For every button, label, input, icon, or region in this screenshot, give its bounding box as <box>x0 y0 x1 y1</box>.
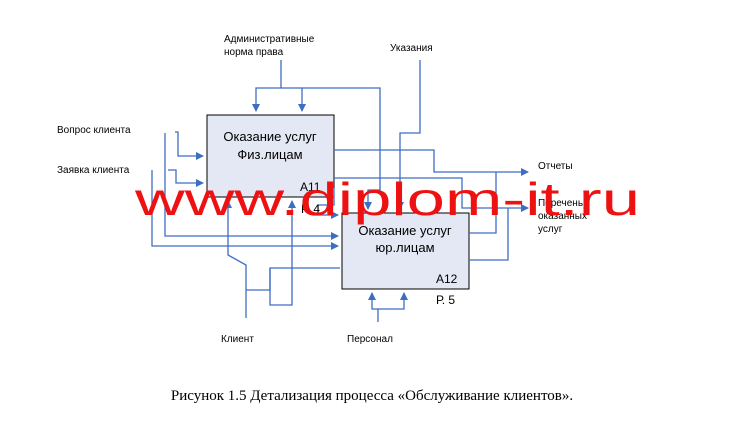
output-arrow-reports-box2 <box>469 172 497 234</box>
input-label-request: Заявка клиента <box>57 165 130 176</box>
output-label-list-line3: услуг <box>538 224 563 235</box>
output-arrow-list-box2 <box>469 208 509 261</box>
control-arrow-admin-box2 <box>302 87 381 210</box>
input-arrow-question-box1 <box>175 131 204 160</box>
box2-title-line2: юр.лицам <box>375 240 434 255</box>
output-arrow-reports-box1 <box>334 149 529 176</box>
input-label-question: Вопрос клиента <box>57 125 131 136</box>
box2-title-line1: Оказание услуг <box>358 223 452 238</box>
mechanism-arrow-client-split <box>246 267 340 291</box>
output-feedback-box1-box2 <box>317 188 339 219</box>
mechanism-label-client: Клиент <box>221 334 254 345</box>
control-label-instructions: Указания <box>390 43 433 54</box>
mechanism-label-staff: Персонал <box>347 334 393 345</box>
control-label-admin-line1: Административные <box>224 34 315 45</box>
control-arrow-admin-box1b <box>281 87 306 112</box>
figure-caption: Рисунок 1.5 Детализация процесса «Обслуж… <box>171 388 573 404</box>
output-label-list-line2: оказанных <box>538 211 587 222</box>
output-label-list-line1: Перечень <box>538 198 583 209</box>
process-box-legal-entities <box>341 212 470 290</box>
watermark-text: www.diplom-it.ru <box>134 173 640 225</box>
input-arrow-question-box2 <box>164 133 339 240</box>
mechanism-arrow-client-box1 <box>224 200 247 318</box>
input-arrow-request-box2 <box>151 170 339 250</box>
input-arrow-request-box1 <box>168 169 204 187</box>
mechanism-arrow-staff-box2b <box>378 292 408 310</box>
process-box-individuals <box>206 114 335 198</box>
box1-code: А11 <box>300 180 321 194</box>
control-arrow-admin-box1 <box>252 60 282 112</box>
control-arrow-instructions <box>396 60 421 210</box>
output-arrow-list-box1 <box>334 177 529 212</box>
control-label-admin-line2: норма права <box>224 47 284 58</box>
mechanism-arrow-staff-box2 <box>368 292 379 322</box>
mechanism-arrow-staff-box1 <box>269 200 296 306</box>
box1-title-line2: Физ.лицам <box>237 147 302 162</box>
box2-page: Р. 5 <box>436 293 455 307</box>
box1-page: Р. 4 <box>301 202 320 216</box>
output-label-reports: Отчеты <box>538 161 573 172</box>
box1-title-line1: Оказание услуг <box>223 129 317 144</box>
box2-code: А12 <box>436 272 458 286</box>
